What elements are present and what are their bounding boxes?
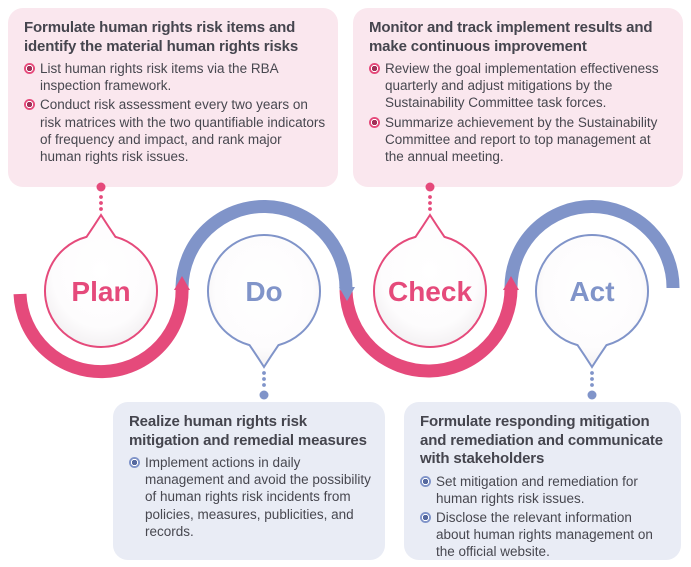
- check-arc: [339, 286, 518, 378]
- flow-arrow-up-icon: [174, 276, 190, 290]
- target-bullet-icon: [420, 475, 431, 487]
- check-connector-dots: [425, 182, 435, 211]
- list-item: Implement actions in daily management an…: [129, 454, 373, 540]
- do-label: Do: [245, 276, 282, 307]
- do-step-box: Realize human rights risk mitigation and…: [113, 402, 385, 560]
- do-arc: [175, 200, 353, 291]
- list-item: List human rights risk items via the RBA…: [24, 60, 326, 94]
- flow-arrow-up-icon: [503, 276, 519, 290]
- list-item: Conduct risk assessment every two years …: [24, 96, 326, 165]
- target-bullet-icon: [24, 63, 35, 75]
- check-bullet-list: Review the goal implementation effective…: [369, 60, 671, 165]
- check-bubble: [373, 213, 487, 348]
- do-connector-dots: [259, 371, 269, 400]
- plan-step-box: Formulate human rights risk items and id…: [8, 8, 338, 187]
- do-bullet-list: Implement actions in daily management an…: [129, 454, 373, 540]
- check-step-box: Monitor and track implement results and …: [353, 8, 683, 187]
- plan-arc: [13, 286, 189, 378]
- plan-connector-dots: [96, 182, 106, 211]
- bullet-text: List human rights risk items via the RBA…: [40, 61, 278, 94]
- act-box-title: Formulate responding mitigation and reme…: [420, 413, 663, 468]
- plan-label: Plan: [71, 276, 130, 307]
- bullet-text: Conduct risk assessment every two years …: [40, 97, 326, 164]
- bullet-text: Set mitigation and remediation for human…: [436, 473, 638, 506]
- bullet-text: Review the goal implementation effective…: [385, 61, 659, 111]
- bullet-text: Disclose the relevant information about …: [436, 510, 653, 560]
- list-item: Summarize achievement by the Sustainabil…: [369, 114, 671, 165]
- pdca-wave-graphic: Plan Do Check Act: [13, 182, 680, 400]
- target-bullet-icon: [129, 457, 140, 469]
- target-bullet-icon: [369, 63, 380, 75]
- act-bullet-list: Set mitigation and remediation for human…: [420, 473, 669, 561]
- plan-box-title: Formulate human rights risk items and id…: [24, 19, 299, 55]
- act-arc: [504, 200, 680, 289]
- act-connector-dots: [587, 371, 597, 400]
- act-label: Act: [569, 276, 614, 307]
- target-bullet-icon: [369, 116, 380, 128]
- bullet-text: Implement actions in daily management an…: [145, 455, 371, 539]
- target-bullet-icon: [420, 512, 431, 524]
- list-item: Set mitigation and remediation for human…: [420, 473, 669, 507]
- flow-arrow-down-icon: [339, 287, 355, 301]
- plan-bubble: [44, 213, 158, 348]
- act-bubble: [535, 234, 649, 369]
- bullet-text: Summarize achievement by the Sustainabil…: [385, 114, 658, 164]
- check-label: Check: [388, 276, 472, 307]
- do-box-title: Realize human rights risk mitigation and…: [129, 413, 367, 449]
- list-item: Review the goal implementation effective…: [369, 60, 671, 111]
- list-item: Disclose the relevant information about …: [420, 509, 669, 560]
- target-bullet-icon: [24, 99, 35, 111]
- act-step-box: Formulate responding mitigation and reme…: [404, 402, 681, 560]
- plan-bullet-list: List human rights risk items via the RBA…: [24, 60, 326, 165]
- check-box-title: Monitor and track implement results and …: [369, 19, 653, 55]
- do-bubble: [207, 234, 321, 369]
